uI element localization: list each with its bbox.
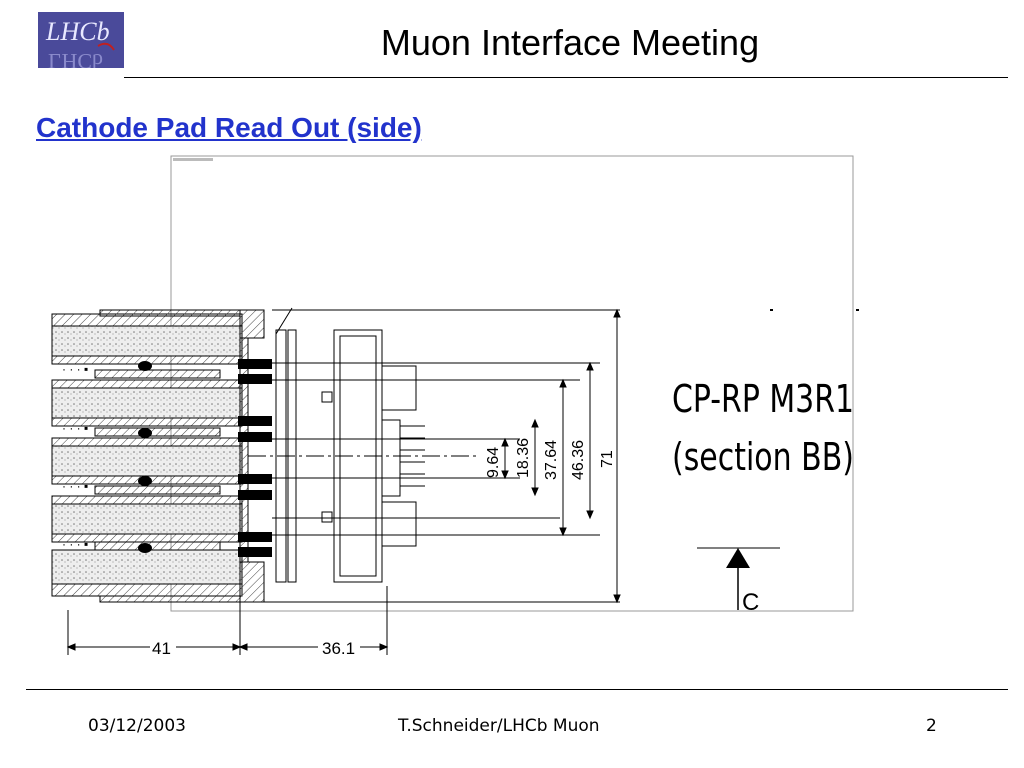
svg-text:· · · ▪: · · · ▪ [62,421,88,435]
connector-pins [238,359,272,557]
header-divider [124,77,1008,78]
dimension-lines [501,308,621,604]
svg-text:LHCb: LHCb [45,17,110,46]
dim-label-71: 71 [599,450,616,468]
dim-label-9-64: 9.64 [485,447,502,478]
dim-label-37-64: 37.64 [543,440,560,480]
chamber-layers: · · · ▪ · · · ▪ · · · ▪ · · · ▪ [51,309,265,603]
section-marker-letter: C [742,589,759,616]
footer-author: T.Schneider/LHCb Muon [398,716,600,736]
svg-text:· · · ▪: · · · ▪ [62,537,88,551]
leader-lines [248,309,620,603]
section-marker-arrow [697,547,780,610]
footer-page-number: 2 [926,716,937,736]
slide-subtitle: Cathode Pad Read Out (side) [36,112,422,143]
slide-header-title: Muon Interface Meeting [380,22,760,63]
lhcb-logo: LHCb LHCb [38,12,124,68]
readout-board [275,307,425,583]
svg-text:· · · ▪: · · · ▪ [62,479,88,493]
dim-label-36-1: 36.1 [322,639,355,658]
footer-divider [26,689,1008,690]
svg-text:LHCb: LHCb [48,49,103,68]
bottom-dimensions [66,586,389,655]
footer-date: 03/12/2003 [88,716,186,736]
dim-label-41: 41 [152,639,171,658]
dim-label-18-36: 18.36 [515,438,532,478]
dim-label-46-36: 46.36 [570,440,587,480]
section-label-line2: (section BB) [672,435,854,479]
cathode-pad-drawing: · · · ▪ · · · ▪ · · · ▪ · · · ▪ [51,155,859,658]
section-label-line1: CP-RP M3R1 [672,377,854,421]
svg-text:· · · ▪: · · · ▪ [62,362,88,376]
